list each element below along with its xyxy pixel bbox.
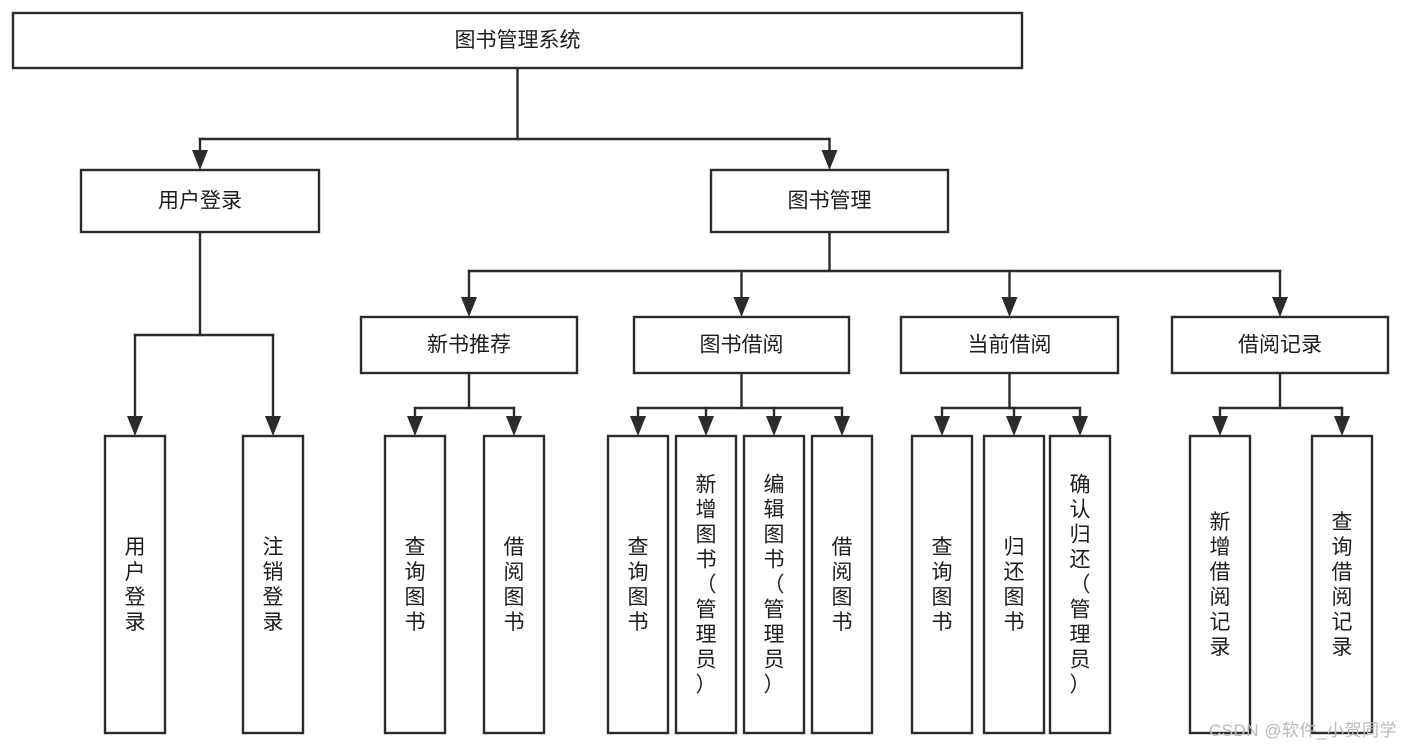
level2-node-e59bbee4b9a6e5809fe99885[interactable]: 图书借阅 bbox=[632, 315, 851, 375]
node-label: 借阅记录 bbox=[1238, 334, 1322, 357]
level2-node-e696b0e4b9a6e68ea8e88d90[interactable]: 新书推荐 bbox=[359, 315, 579, 375]
node-rect bbox=[79, 168, 321, 234]
leaf-node-e69fa5e8afa2e59bbee4b9a6[interactable]: 查询图书 bbox=[606, 434, 670, 735]
node-rect bbox=[810, 434, 874, 735]
arrow-head-icon bbox=[630, 416, 646, 436]
arrow-head-icon bbox=[1001, 297, 1018, 317]
leaf-node-e6b3a8e99480e799bbe5bd95[interactable]: 注销登录 bbox=[241, 434, 305, 735]
arrow-head-icon bbox=[192, 150, 208, 170]
arrow-head-icon bbox=[698, 416, 714, 436]
level2-node-e5809fe99885e8aeb0e5bd95[interactable]: 借阅记录 bbox=[1170, 315, 1390, 375]
node-rect bbox=[1048, 434, 1112, 735]
node-rect bbox=[899, 315, 1120, 375]
node-label: 借阅图书 bbox=[504, 536, 525, 634]
arrow-head-icon bbox=[821, 150, 838, 170]
node-label: 用户登录 bbox=[125, 536, 146, 634]
node-label: 图书借阅 bbox=[700, 334, 784, 357]
node-rect bbox=[910, 434, 974, 735]
leaf-node-e5809fe99885e59bbee4b9a6[interactable]: 借阅图书 bbox=[810, 434, 874, 735]
arrow-head-icon bbox=[407, 416, 423, 436]
node-rect bbox=[606, 434, 670, 735]
leaf-node-e7a1aee8aea4e5bd92e8bf98efbc88e7aea1e79086e59198efbc89[interactable]: 确认归还（管理员） bbox=[1048, 434, 1112, 735]
arrow-head-icon bbox=[1212, 416, 1228, 436]
node-label: 归还图书 bbox=[1004, 536, 1025, 634]
root-node-e59bbee4b9a6e7aea1e79086e7b3bbe7bb9f[interactable]: 图书管理系统 bbox=[11, 11, 1024, 70]
arrow-head-icon bbox=[766, 416, 782, 436]
node-rect bbox=[482, 434, 546, 735]
arrow-head-icon bbox=[1334, 416, 1350, 436]
node-label: 新书推荐 bbox=[427, 334, 511, 357]
node-label: 编辑图书（管理员） bbox=[764, 474, 785, 697]
node-label: 借阅图书 bbox=[832, 536, 853, 634]
node-rect bbox=[982, 434, 1046, 735]
arrow-head-icon bbox=[127, 416, 143, 436]
arrow-head-icon bbox=[506, 416, 522, 436]
arrow-head-icon bbox=[1272, 297, 1288, 317]
node-rect bbox=[241, 434, 305, 735]
node-rect bbox=[359, 315, 579, 375]
arrow-head-icon bbox=[1072, 416, 1088, 436]
arrow-head-icon bbox=[1006, 416, 1022, 436]
leaf-node-e696b0e5a29ee59bbee4b9a6efbc88e7aea1e79086e59198efbc89[interactable]: 新增图书（管理员） bbox=[674, 434, 738, 735]
leaf-node-e794a8e688b7e799bbe5bd95[interactable]: 用户登录 bbox=[103, 434, 167, 735]
node-label: 图书管理系统 bbox=[455, 29, 581, 52]
leaf-node-e69fa5e8afa2e59bbee4b9a6[interactable]: 查询图书 bbox=[383, 434, 447, 735]
node-rect bbox=[11, 11, 1024, 70]
node-rect bbox=[1188, 434, 1252, 735]
node-label: 用户登录 bbox=[158, 190, 242, 213]
level1-node-e59bbee4b9a6e7aea1e79086[interactable]: 图书管理 bbox=[709, 168, 950, 234]
level2-node-e5bd93e5898de5809fe99885[interactable]: 当前借阅 bbox=[899, 315, 1120, 375]
node-rect bbox=[383, 434, 447, 735]
csdn-watermark: CSDN @软件_小贺同学 bbox=[1208, 721, 1397, 740]
leaf-node-e7bc96e8be91e59bbee4b9a6efbc88e7aea1e79086e59198efbc89[interactable]: 编辑图书（管理员） bbox=[742, 434, 806, 735]
node-rect bbox=[632, 315, 851, 375]
node-rect bbox=[709, 168, 950, 234]
leaf-node-e69fa5e8afa2e5809fe99885e8aeb0e5bd95[interactable]: 查询借阅记录 bbox=[1310, 434, 1374, 735]
node-label: 查询图书 bbox=[405, 536, 426, 634]
node-label: 查询借阅记录 bbox=[1332, 511, 1353, 659]
node-label: 查询图书 bbox=[628, 536, 649, 634]
node-label: 当前借阅 bbox=[968, 334, 1052, 357]
leaf-node-e5bd92e8bf98e59bbee4b9a6[interactable]: 归还图书 bbox=[982, 434, 1046, 735]
arrow-head-icon bbox=[461, 297, 477, 317]
node-label: 查询图书 bbox=[932, 536, 953, 634]
node-label: 新增借阅记录 bbox=[1210, 511, 1231, 659]
arrow-head-icon bbox=[733, 297, 750, 317]
node-label: 注销登录 bbox=[263, 536, 284, 634]
node-rect bbox=[1310, 434, 1374, 735]
node-label: 新增图书（管理员） bbox=[696, 474, 717, 697]
leaf-node-e5809fe99885e59bbee4b9a6[interactable]: 借阅图书 bbox=[482, 434, 546, 735]
node-rect bbox=[103, 434, 167, 735]
node-rect bbox=[674, 434, 738, 735]
node-label: 图书管理 bbox=[788, 190, 872, 213]
node-label: 确认归还（管理员） bbox=[1070, 474, 1091, 697]
node-rect bbox=[1170, 315, 1390, 375]
arrow-head-icon bbox=[934, 416, 950, 436]
level1-node-e794a8e688b7e799bbe5bd95[interactable]: 用户登录 bbox=[79, 168, 321, 234]
arrow-head-icon bbox=[834, 416, 850, 436]
node-rect bbox=[742, 434, 806, 735]
leaf-node-e696b0e5a29ee5809fe99885e8aeb0e5bd95[interactable]: 新增借阅记录 bbox=[1188, 434, 1252, 735]
leaf-node-e69fa5e8afa2e59bbee4b9a6[interactable]: 查询图书 bbox=[910, 434, 974, 735]
arrow-head-icon bbox=[265, 416, 281, 436]
